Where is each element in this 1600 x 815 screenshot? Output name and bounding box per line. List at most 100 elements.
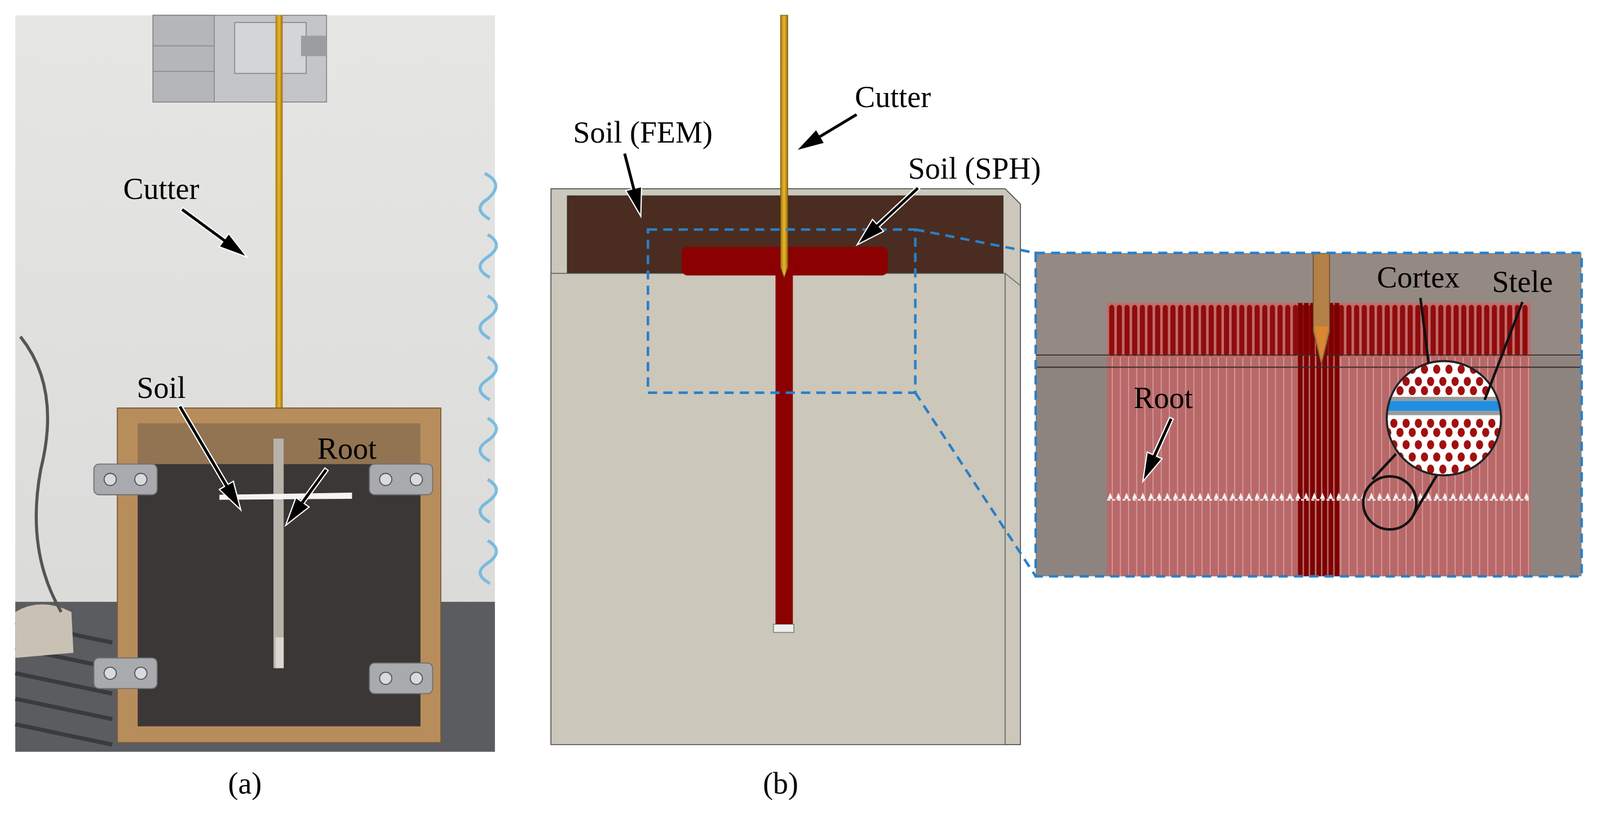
cortex-particle (1439, 464, 1447, 474)
particle-bar (1124, 305, 1130, 356)
cortex-particle (1390, 464, 1398, 474)
cortex-particle (1420, 427, 1429, 437)
root-fiber (1389, 356, 1391, 577)
cortex-particle (1426, 377, 1435, 387)
particle-bar (1269, 305, 1275, 356)
root-fiber (1527, 356, 1529, 577)
node-mark (1132, 492, 1138, 499)
cortex-particle (1414, 440, 1422, 450)
node-mark (1140, 492, 1146, 499)
root-fiber (1226, 356, 1228, 577)
cortex-particle (1396, 427, 1404, 437)
particle-bar (1468, 305, 1474, 356)
label: Soil (136, 372, 186, 404)
cortex-particle (1439, 377, 1447, 387)
label: Root (1133, 382, 1193, 414)
particle-bar (1446, 305, 1452, 356)
particle-bar (1361, 305, 1367, 356)
particle-bar (1491, 305, 1497, 356)
particle-bar (1377, 305, 1383, 356)
cortex-particle (1414, 377, 1422, 387)
cortex-particle (1475, 418, 1484, 428)
cortex-particle (1433, 427, 1441, 437)
particle-bar (1231, 305, 1237, 356)
node-mark (1483, 492, 1489, 499)
root-fiber (1275, 356, 1277, 577)
node-mark (1254, 492, 1260, 499)
node-mark (1164, 492, 1170, 499)
root-fiber (1348, 356, 1350, 577)
node-mark (1197, 492, 1203, 499)
particle-bar (1185, 305, 1191, 356)
cortex-particle (1451, 440, 1460, 450)
cortex-particle (1463, 440, 1471, 450)
node-mark (1238, 492, 1244, 499)
pointer-arrows (177, 112, 1174, 526)
cortex-particle (1469, 452, 1478, 462)
cortex-particle (1402, 418, 1411, 428)
node-mark (1279, 492, 1285, 499)
label: Stele (1491, 266, 1553, 298)
particle-bar (1415, 305, 1421, 356)
cortex-particle (1408, 452, 1417, 462)
node-mark (1499, 492, 1505, 499)
particle-bar (1208, 305, 1214, 356)
node-mark (1507, 492, 1513, 499)
label: (a) (227, 768, 262, 799)
node-mark (1270, 492, 1276, 499)
main-root-fiber (1328, 302, 1334, 577)
node-mark (1434, 492, 1440, 499)
cortex-particle (1475, 377, 1484, 387)
cortex-particle (1396, 364, 1404, 374)
root-fiber (1250, 356, 1252, 577)
node-mark (1124, 492, 1130, 499)
cortex-particle (1396, 386, 1404, 396)
particle-bar (1170, 305, 1176, 356)
model (550, 15, 1036, 745)
cortex-particle (1451, 377, 1460, 387)
pointer-arrow (1142, 417, 1174, 483)
main-root-fiber (1334, 302, 1339, 577)
node-mark (1344, 492, 1350, 499)
node-mark (1401, 492, 1407, 499)
cortex-particle (1488, 418, 1496, 428)
cortex-particle (1426, 440, 1435, 450)
particle-bar (1108, 305, 1115, 356)
cortex-particle (1390, 418, 1398, 428)
root-fiber (1283, 356, 1285, 577)
node-mark (1156, 492, 1162, 499)
node-mark (1181, 492, 1187, 499)
cortex-particle (1445, 452, 1453, 462)
cortex-particle (1494, 452, 1502, 462)
cortex-particle (1408, 386, 1417, 396)
root-fiber (1119, 356, 1121, 577)
node-mark (1491, 492, 1497, 499)
node-mark (1515, 492, 1522, 499)
cortex-particle (1420, 452, 1429, 462)
particle-bar (1430, 305, 1436, 356)
cortex-particle (1463, 377, 1471, 387)
label: Cortex (1376, 262, 1460, 293)
pointer-arrow (285, 467, 329, 526)
particle-bar (1147, 305, 1153, 356)
cortex-particle (1433, 386, 1441, 396)
node-mark (1352, 492, 1358, 499)
cortex-particle (1488, 464, 1496, 474)
node-mark (1107, 492, 1113, 499)
particle-bar (1392, 305, 1398, 356)
label: Cutter (122, 173, 200, 205)
particle-bar (1254, 305, 1260, 356)
cortex-particle (1384, 364, 1392, 374)
node-mark (1262, 492, 1268, 499)
photo (15, 15, 497, 753)
node-mark (1319, 492, 1325, 499)
node-mark (1442, 492, 1448, 499)
root-fiber (1266, 356, 1268, 577)
node-mark (1393, 492, 1399, 499)
particle-bar (1162, 305, 1168, 356)
cortex-particle (1469, 386, 1478, 396)
label: Root (317, 433, 377, 464)
particle-bar (1346, 305, 1352, 356)
